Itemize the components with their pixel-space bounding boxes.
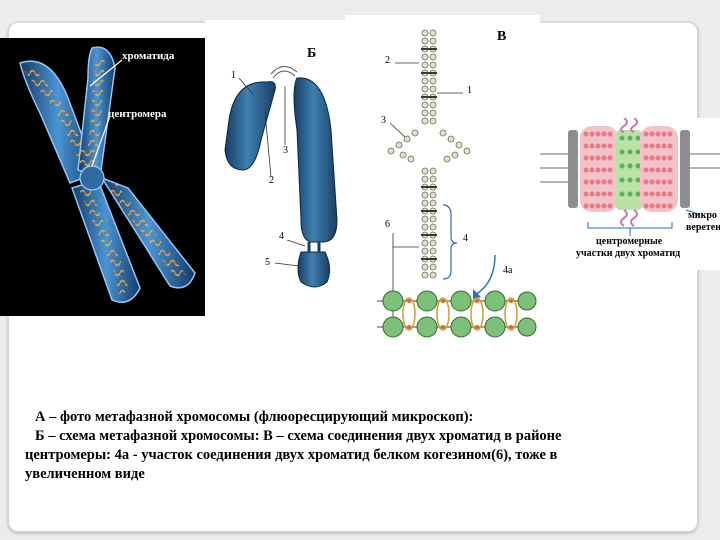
chromosome-schema: Б 1 3 2 4 5 [205, 20, 345, 320]
bead-chain [388, 30, 470, 278]
panel-b-letter: Б [307, 46, 316, 62]
panel-v-num-3: 3 [381, 115, 386, 126]
panel-b-num-5: 5 [265, 257, 270, 268]
panel-v-num-2: 2 [385, 55, 390, 66]
chromosome-photo: хроматида центромера [0, 38, 205, 316]
chromatid-label: хроматида [122, 50, 174, 62]
chromosome-schema-drawing [205, 20, 345, 320]
chromosome-photo-image [0, 38, 205, 316]
left-chromatid [225, 82, 275, 170]
chromatid-joining-drawing [345, 15, 540, 355]
panel-v-letter: В [497, 29, 506, 45]
caption-line-2: Б – схема метафазной хромосомы: В – схем… [25, 427, 697, 446]
caption-line-3: центромеры: 4а - участок соединения двух… [25, 446, 697, 465]
caption-line-1: А – фото метафазной хромосомы (флюоресци… [25, 408, 697, 427]
right-chromatid [294, 78, 337, 242]
centromere-constriction [80, 166, 104, 190]
right-chromatid-dots [640, 126, 678, 212]
panel-v-num-1: 1 [467, 85, 472, 96]
chromatid-joining-scheme: В 2 1 3 6 4 4а [345, 15, 540, 355]
centromere-regions-label-2: участки двух хроматид [576, 248, 680, 259]
left-chromatid-dots [580, 126, 618, 212]
centromere-regions-label-1: центромерные [596, 236, 662, 247]
microtubule-label-1: микро [688, 210, 717, 221]
caption-line-4: увеличенном виде [25, 465, 697, 484]
panel-b-num-1: 1 [231, 70, 236, 81]
panel-b-num-3: 3 [283, 145, 288, 156]
panel-b-num-2: 2 [269, 175, 274, 186]
satellite [298, 252, 330, 287]
centromere-label: центромера [108, 108, 167, 120]
panel-v-num-4a: 4а [503, 265, 512, 276]
centromere-spindle-scheme: микро веретен центромерные участки двух … [540, 118, 720, 270]
panel-v-num-6: 6 [385, 219, 390, 230]
figure-caption: А – фото метафазной хромосомы (флюоресци… [25, 408, 697, 484]
microtubule-label-2: веретен [686, 222, 720, 233]
panel-b-num-4: 4 [279, 231, 284, 242]
enlarged-view [377, 291, 536, 337]
panel-v-num-4: 4 [463, 233, 468, 244]
